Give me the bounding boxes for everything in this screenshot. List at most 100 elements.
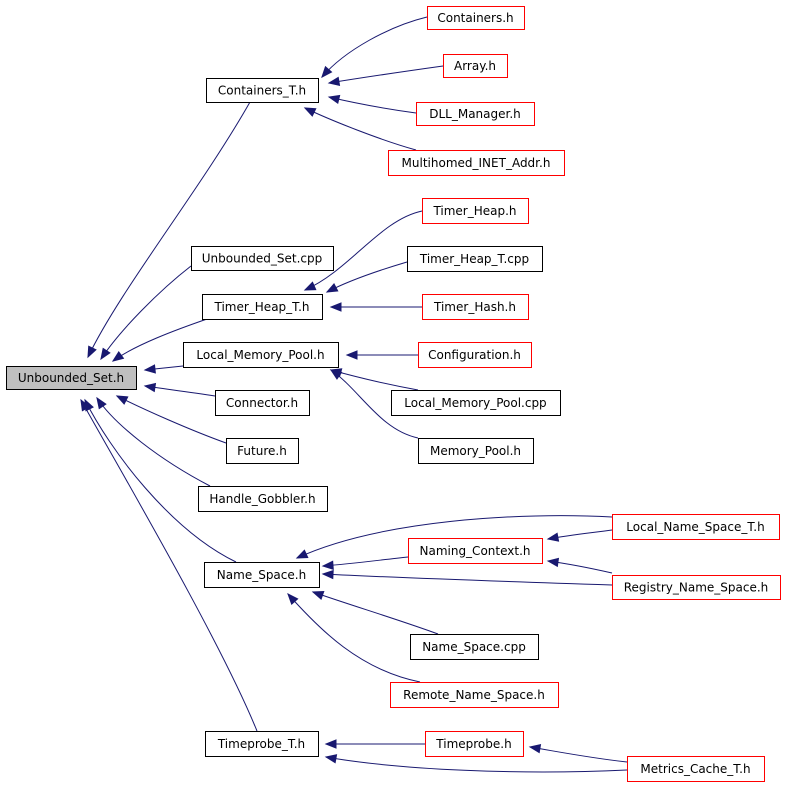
node-dll-manager-h[interactable]: DLL_Manager.h — [416, 102, 535, 126]
edge-line — [80, 399, 258, 732]
node-label: DLL_Manager.h — [429, 107, 521, 121]
edge-line — [328, 65, 444, 84]
node-box — [198, 486, 328, 512]
edge-line — [330, 369, 419, 391]
node-box — [215, 390, 310, 416]
node-multihomed-inet-addr-h[interactable]: Multihomed_INET_Addr.h — [388, 150, 565, 176]
node-box — [205, 731, 319, 757]
arrowhead-icon — [100, 347, 111, 361]
node-timer-heap-t-h[interactable]: Timer_Heap_T.h — [202, 294, 323, 320]
edge-timer_heap_t_cpp-to-timer_heap_t_h — [325, 261, 408, 293]
node-box — [183, 342, 339, 368]
node-label: Configuration.h — [428, 348, 521, 362]
node-box — [408, 538, 543, 564]
edge-timer_hash_h-to-timer_heap_t_h — [329, 302, 422, 312]
node-handle-gobbler-h[interactable]: Handle_Gobbler.h — [198, 486, 328, 512]
arrowhead-icon — [295, 549, 309, 559]
node-label: Connector.h — [226, 396, 298, 410]
node-label: Memory_Pool.h — [430, 444, 521, 458]
node-name-space-cpp[interactable]: Name_Space.cpp — [410, 634, 539, 660]
edge-dll_manager_h-to-containers_t_h — [327, 94, 417, 114]
arrowhead-icon — [303, 107, 317, 117]
node-memory-pool-h[interactable]: Memory_Pool.h — [418, 438, 534, 464]
edge-line — [84, 399, 237, 563]
node-local-name-space-t-h[interactable]: Local_Name_Space_T.h — [612, 514, 780, 540]
edge-metrics_cache_t_h-to-timeprobe_h — [528, 744, 628, 763]
edge-line — [87, 101, 251, 358]
edge-timeprobe_h-to-timeprobe_t_h — [324, 739, 425, 749]
node-label: Handle_Gobbler.h — [209, 492, 315, 506]
arrowhead-icon — [345, 350, 358, 360]
node-connector-h[interactable]: Connector.h — [215, 390, 310, 416]
edge-connector_h-to-unbounded_set_h — [143, 382, 216, 397]
edge-registry_name_space_h-to-name_space_h — [321, 569, 613, 586]
node-label: Metrics_Cache_T.h — [640, 762, 750, 776]
edge-line — [325, 756, 628, 773]
edge-line — [322, 573, 613, 586]
node-box — [422, 294, 529, 320]
edge-line — [312, 591, 439, 635]
node-timer-hash-h[interactable]: Timer_Hash.h — [422, 294, 529, 320]
node-timer-heap-t-cpp[interactable]: Timer_Heap_T.cpp — [407, 246, 543, 272]
node-future-h[interactable]: Future.h — [226, 438, 299, 464]
node-box — [226, 438, 299, 464]
node-unbounded-set-cpp[interactable]: Unbounded_Set.cpp — [191, 246, 334, 271]
node-local-memory-pool-cpp[interactable]: Local_Memory_Pool.cpp — [391, 390, 561, 416]
edge-multihomed_inet_addr_h-to-containers_t_h — [303, 107, 417, 151]
node-local-memory-pool-h[interactable]: Local_Memory_Pool.h — [183, 342, 339, 368]
arrowhead-icon — [324, 754, 338, 764]
arrowhead-icon — [329, 302, 342, 312]
edge-remote_name_space_h-to-name_space_h — [287, 592, 421, 683]
node-box — [6, 366, 137, 390]
node-timeprobe-t-h[interactable]: Timeprobe_T.h — [205, 731, 319, 757]
node-array-h[interactable]: Array.h — [443, 54, 508, 78]
node-box — [612, 575, 781, 600]
arrowhead-icon — [546, 557, 560, 568]
arrowhead-icon — [111, 350, 125, 362]
node-label: Local_Memory_Pool.h — [196, 348, 324, 362]
edge-name_space_h-to-unbounded_set_h — [84, 398, 237, 563]
node-timeprobe-h[interactable]: Timeprobe.h — [425, 731, 524, 757]
node-containers-h[interactable]: Containers.h — [427, 6, 525, 30]
arrowhead-icon — [321, 560, 334, 570]
node-configuration-h[interactable]: Configuration.h — [418, 342, 532, 368]
node-label: Timeprobe.h — [435, 737, 511, 751]
node-box — [418, 342, 532, 368]
edge-timer_heap_t_h-to-unbounded_set_h — [111, 317, 211, 362]
graph-edges — [80, 16, 628, 773]
edge-line — [529, 746, 628, 763]
edge-line — [321, 16, 428, 78]
node-label: Name_Space.h — [217, 568, 306, 582]
arrowhead-icon — [327, 94, 341, 105]
edge-timeprobe_t_h-to-unbounded_set_h — [80, 398, 258, 732]
node-label: Unbounded_Set.cpp — [202, 252, 323, 266]
node-name-space-h[interactable]: Name_Space.h — [204, 562, 320, 588]
edge-memory_pool_h-to-local_memory_pool_h — [329, 369, 419, 439]
arrowhead-icon — [324, 739, 337, 749]
node-naming-context-h[interactable]: Naming_Context.h — [408, 538, 543, 564]
arrowhead-icon — [546, 532, 560, 542]
node-metrics-cache-t-h[interactable]: Metrics_Cache_T.h — [627, 756, 765, 782]
arrowhead-icon — [87, 345, 97, 359]
node-timer-heap-h[interactable]: Timer_Heap.h — [422, 198, 529, 224]
arrowhead-icon — [327, 76, 341, 87]
arrowhead-icon — [321, 569, 334, 580]
node-label: Timer_Heap_T.cpp — [419, 252, 529, 266]
graph-nodes: Unbounded_Set.hContainers_T.hContainers.… — [6, 6, 781, 782]
node-label: Timeprobe_T.h — [217, 737, 305, 751]
arrowhead-icon — [115, 395, 129, 405]
node-registry-name-space-h[interactable]: Registry_Name_Space.h — [612, 575, 781, 600]
arrowhead-icon — [143, 382, 157, 393]
node-box — [416, 102, 535, 126]
arrowhead-icon — [303, 281, 317, 291]
edge-line — [330, 369, 419, 439]
node-containers-t-h[interactable]: Containers_T.h — [206, 78, 319, 103]
node-label: Future.h — [237, 444, 287, 458]
node-remote-name-space-h[interactable]: Remote_Name_Space.h — [390, 682, 559, 708]
edge-line — [116, 395, 227, 444]
arrowhead-icon — [528, 744, 542, 754]
node-label: Timer_Heap_T.h — [213, 300, 309, 314]
node-label: Name_Space.cpp — [422, 640, 526, 654]
edge-line — [304, 210, 423, 291]
edge-containers_h-to-containers_t_h — [321, 16, 428, 79]
